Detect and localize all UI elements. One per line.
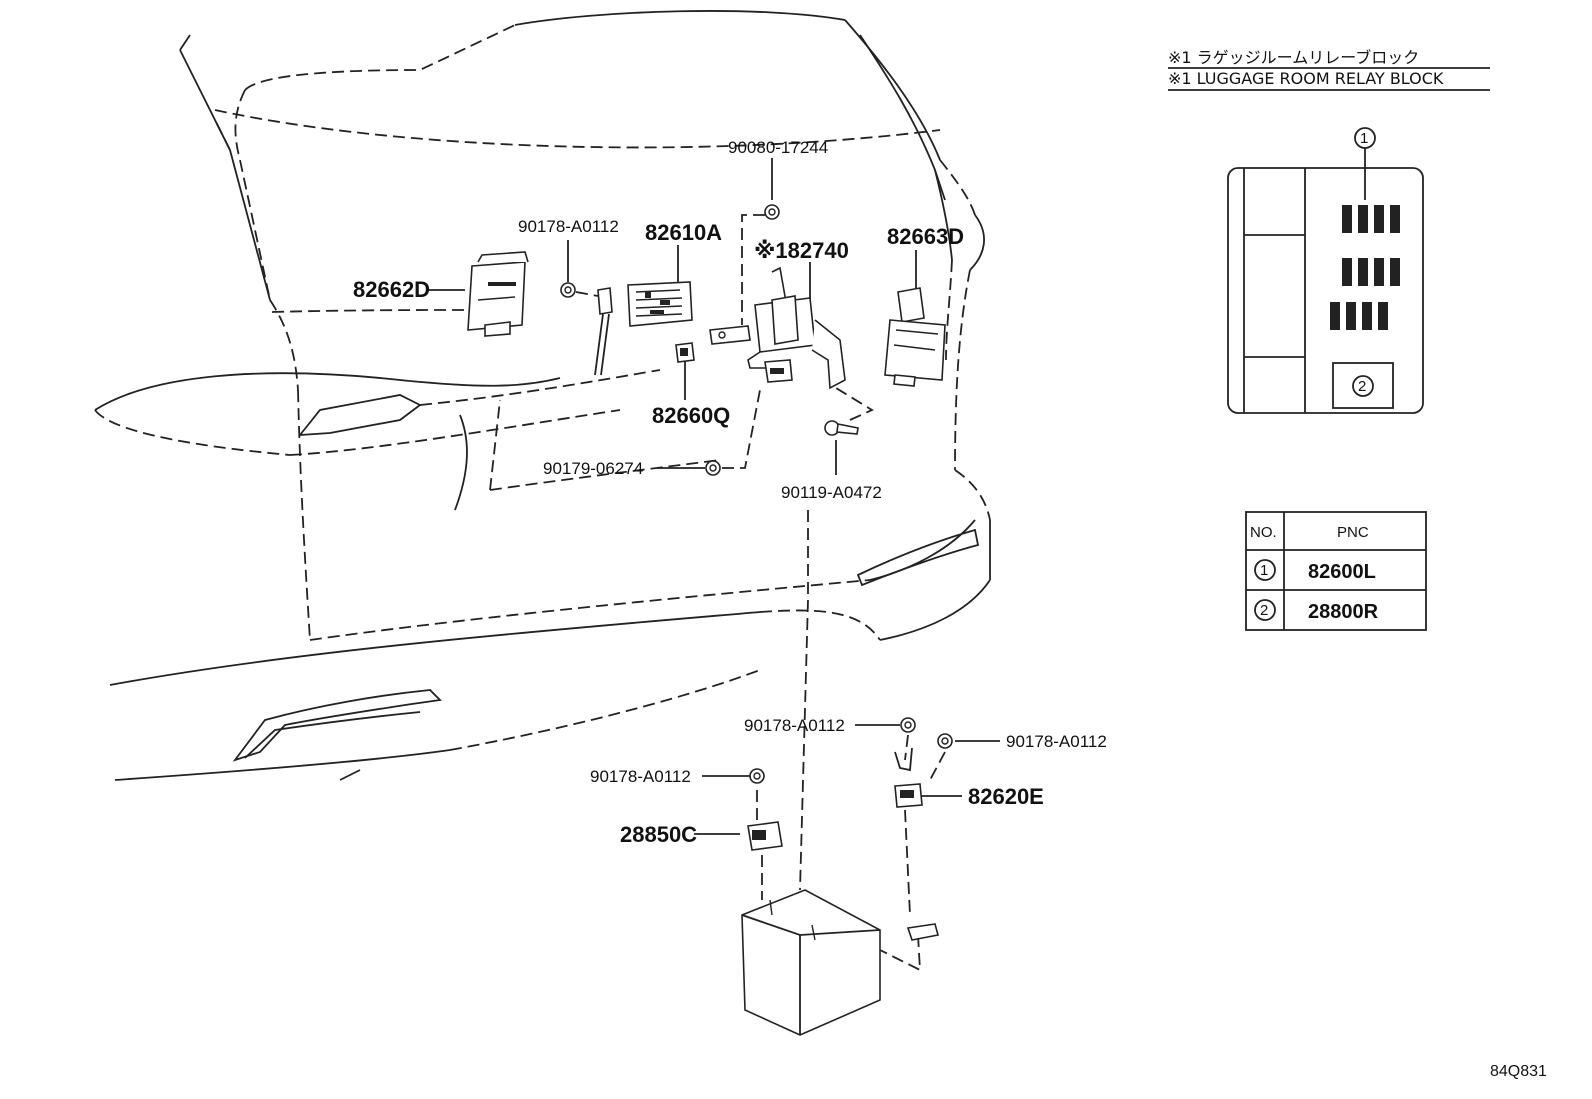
luggage-room-note: ※1 ラゲッジルームリレーブロック ※1 LUGGAGE ROOM RELAY … — [1168, 48, 1490, 91]
pnc-row-2-value: 28800R — [1308, 601, 1379, 623]
fuse-row-1 — [1342, 205, 1400, 233]
nut-90178-A0112-mid — [900, 717, 916, 733]
label-90119-A0472: 90119-A0472 — [781, 483, 882, 502]
wire-harness — [594, 287, 613, 376]
pnc-table: NO. PNC 1 82600L 2 28800R — [1245, 511, 1427, 631]
pnc-header-no: NO. — [1250, 524, 1277, 541]
pnc-row-2-circle — [1254, 599, 1276, 621]
label-82620E: 82620E — [968, 784, 1044, 809]
label-90178-A0112-mid: 90178-A0112 — [744, 716, 845, 735]
pnc-header-pnc: PNC — [1337, 524, 1369, 541]
fuse-row-2 — [1342, 258, 1400, 286]
nut-90179-06274 — [705, 460, 721, 476]
module-82610A — [627, 281, 693, 327]
marker-2-circle — [1352, 375, 1374, 397]
note-japanese: ※1 ラゲッジルームリレーブロック — [1168, 48, 1419, 67]
label-82662D: 82662D — [353, 277, 430, 302]
relay-block-detail: 1 2 — [1227, 127, 1424, 414]
module-82663D — [884, 287, 946, 387]
bolt-90119-A0472 — [824, 420, 859, 436]
label-82663D: 82663D — [887, 224, 964, 249]
pnc-row-1-no: 1 — [1260, 562, 1268, 579]
label-82660Q: 82660Q — [652, 403, 730, 428]
pnc-row-2-no: 2 — [1260, 602, 1268, 619]
nut-90080-17244 — [764, 204, 780, 220]
relay-block-82740 — [709, 266, 846, 390]
label-82610A: 82610A — [645, 220, 722, 245]
relay-82660Q — [675, 342, 695, 363]
relay-block-outline — [1227, 167, 1424, 414]
label-82740: ※182740 — [754, 238, 849, 263]
battery — [741, 889, 939, 1036]
module-82662D — [467, 251, 529, 337]
label-90178-A0112-left: 90178-A0112 — [590, 767, 691, 786]
fuse-row-3 — [1330, 302, 1388, 330]
label-28850C: 28850C — [620, 822, 697, 847]
nut-90178-A0112-left — [749, 768, 765, 784]
vehicle-body-outline — [94, 10, 991, 781]
label-90080-17244: 90080-17244 — [728, 138, 828, 157]
marker-1-number: 1 — [1360, 130, 1368, 147]
nut-90178-A0112-right — [937, 733, 953, 749]
diagram-code: 84Q831 — [1490, 1063, 1547, 1080]
label-90178-A0112-right: 90178-A0112 — [1006, 732, 1107, 751]
leader-lines — [427, 158, 1000, 972]
nut-90178-A0112-top — [560, 282, 576, 298]
label-90179-06274: 90179-06274 — [543, 459, 643, 478]
note-english: ※1 LUGGAGE ROOM RELAY BLOCK — [1168, 69, 1444, 88]
terminal-28850C — [747, 821, 783, 851]
pnc-row-1-value: 82600L — [1308, 561, 1376, 583]
pnc-row-1-circle — [1254, 559, 1276, 581]
relay-slot-2 — [1332, 362, 1394, 409]
pnc-table-border — [1245, 511, 1427, 631]
relay-82620E — [894, 747, 923, 808]
marker-2-number: 2 — [1358, 378, 1366, 395]
label-90178-A0112-top: 90178-A0112 — [518, 217, 619, 236]
